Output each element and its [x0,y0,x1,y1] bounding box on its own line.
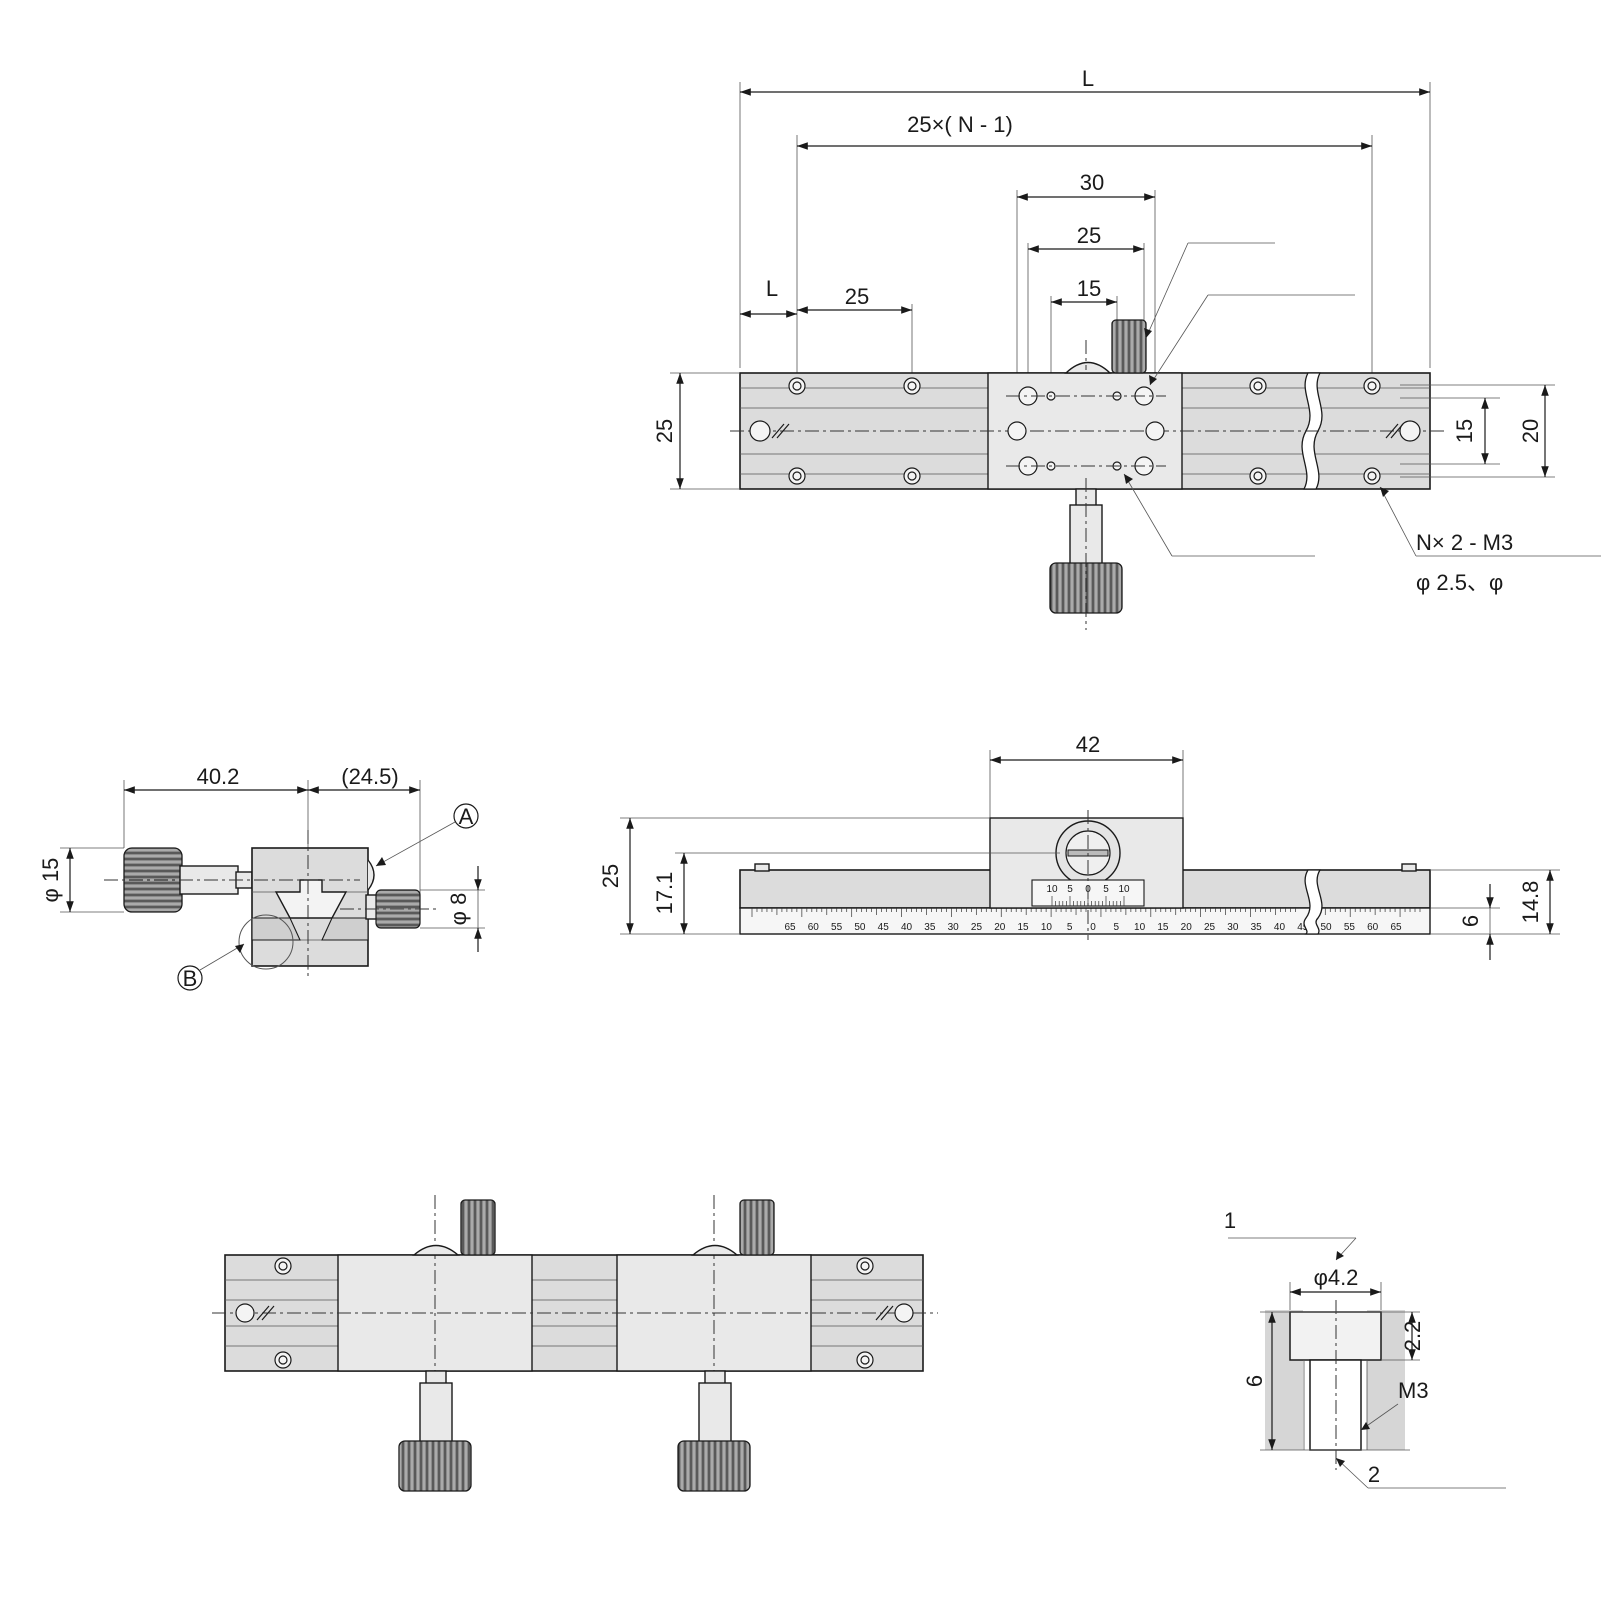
scale-label: 50 [1321,922,1333,933]
dim-carriage-30-label: 30 [1080,170,1104,195]
scale-label: 55 [831,922,843,933]
adjust-knob-left-icon [398,1440,472,1492]
callout-a-label: A [459,804,474,829]
dim-front-25-label: 25 [598,864,623,888]
detail-view: 1 φ4.2 6 2.2 M3 2 [1224,1208,1506,1489]
front-view: 42 65 60 55 50 45 40 35 30 25 20 15 10 5… [598,732,1560,960]
dim-42-label: 42 [1076,732,1100,757]
side-view: 40.2 (24.5) φ 15 φ 8 [38,764,485,991]
scale-label: 35 [1251,922,1263,933]
scale-label: 5 [1067,922,1073,933]
dim-40-2-label: 40.2 [197,764,240,789]
adjust-knob-right-icon [677,1440,751,1492]
dim-end-label: L [766,276,778,301]
dim-17-1-label: 17.1 [652,872,677,915]
note-holes-label: N× 2 - M3 [1416,530,1513,555]
scale-label: 30 [1227,922,1239,933]
scale-label: 60 [808,922,820,933]
vernier-ticks [1051,896,1125,906]
lock-knob-right-icon [739,1199,775,1256]
scale-label: 15 [1157,922,1169,933]
detail-phi4-2-label: φ4.2 [1314,1265,1359,1290]
lock-knob-left-icon [460,1199,496,1256]
scale-labels: 65 60 55 50 45 40 35 30 25 20 15 10 5 0 … [784,922,1402,933]
scale-label: 60 [1367,922,1379,933]
scale-label: 65 [784,922,796,933]
dim-24-5-label: (24.5) [341,764,398,789]
detail-m3-label: M3 [1398,1378,1429,1403]
scale-label: 55 [1344,922,1356,933]
dim-6-label: 6 [1458,915,1483,927]
scale-label: 45 [1297,922,1309,933]
scale-label: 25 [971,922,983,933]
dim-rail-20-label: 20 [1518,419,1543,443]
scale-label: 10 [1134,922,1146,933]
scale-label: 50 [854,922,866,933]
detail-label-1: 1 [1224,1208,1236,1233]
vernier-label: 10 [1118,884,1130,895]
dim-rail-15-label: 15 [1452,419,1477,443]
dim-height-label: 25 [652,419,677,443]
scale-label: 65 [1390,922,1402,933]
callout-b-label: B [183,966,198,991]
scale-label: 35 [924,922,936,933]
scale-label: 10 [1041,922,1053,933]
vernier-label: 5 [1103,884,1109,895]
scale-label: 25 [1204,922,1216,933]
double-carriage-view [212,1195,938,1492]
detail-2-2-label: 2.2 [1400,1321,1425,1352]
scale-label: 20 [994,922,1006,933]
scale-label: 40 [1274,922,1286,933]
detail-6-label: 6 [1242,1375,1267,1387]
lock-knob-icon [1111,319,1147,374]
vernier-label: 5 [1067,884,1073,895]
dim-carriage-25-label: 25 [1077,223,1101,248]
scale-label: 15 [1018,922,1030,933]
scale-label: 0 [1090,922,1096,933]
scale-label: 40 [901,922,913,933]
scale-label: 5 [1114,922,1120,933]
scale-label: 30 [948,922,960,933]
detail-label-2: 2 [1368,1462,1380,1487]
carriage-holes [1006,386,1166,476]
dim-pitch-total-label: 25×( N - 1) [907,112,1013,137]
dim-first-pitch-label: 25 [845,284,869,309]
dim-phi8-label: φ 8 [446,893,471,926]
note-dia-label: φ 2.5、φ [1416,570,1503,595]
dim-phi15-label: φ 15 [38,858,63,903]
dim-carriage-15-label: 15 [1077,276,1101,301]
dim-overall-label: L [1082,66,1094,91]
scale-label: 45 [878,922,890,933]
vernier-label: 10 [1046,884,1058,895]
dim-14-8-label: 14.8 [1518,881,1543,924]
rail-holes [749,377,1421,485]
scale-label: 20 [1181,922,1193,933]
top-view: L 25×( N - 1) 30 25 15 L 25 [652,66,1601,630]
